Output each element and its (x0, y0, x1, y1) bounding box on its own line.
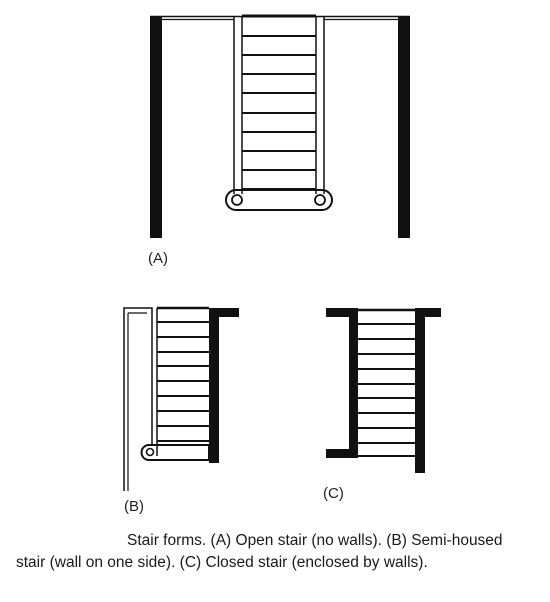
open-stair-left-wall (150, 16, 162, 238)
closed-stair-left-wall (349, 308, 358, 458)
open-stair-treads (242, 14, 316, 190)
open-stair-starting-step (225, 189, 333, 211)
semi-housed-stair-label: (B) (124, 498, 144, 515)
semi-housed-stair-volute (145, 447, 155, 457)
semi-housed-stair-railing (123, 307, 153, 491)
closed-stair-right-wall (415, 308, 425, 473)
semi-housed-stair-treads (157, 306, 209, 442)
closed-stair-treads (358, 308, 415, 457)
semi-housed-stair-diagram (123, 306, 239, 491)
closed-stair-right-wall-top (415, 308, 441, 317)
closed-stair-left-wall-bottom (326, 449, 358, 458)
figure-caption: Stair forms. (A) Open stair (no walls). … (16, 532, 503, 571)
open-stair-right-volute (314, 194, 326, 206)
open-stair-left-volute (231, 194, 243, 206)
closed-stair-label: (C) (323, 485, 344, 502)
semi-housed-stair-wall-top (209, 308, 239, 317)
closed-stair-diagram (326, 308, 441, 473)
open-stair-right-wall (398, 16, 410, 238)
semi-housed-stair-wall (209, 308, 219, 463)
open-stair-diagram (150, 14, 410, 238)
open-stair-label: (A) (148, 250, 168, 267)
closed-stair-left-wall-top (326, 308, 358, 317)
semi-housed-stair-starting-step (140, 444, 210, 461)
